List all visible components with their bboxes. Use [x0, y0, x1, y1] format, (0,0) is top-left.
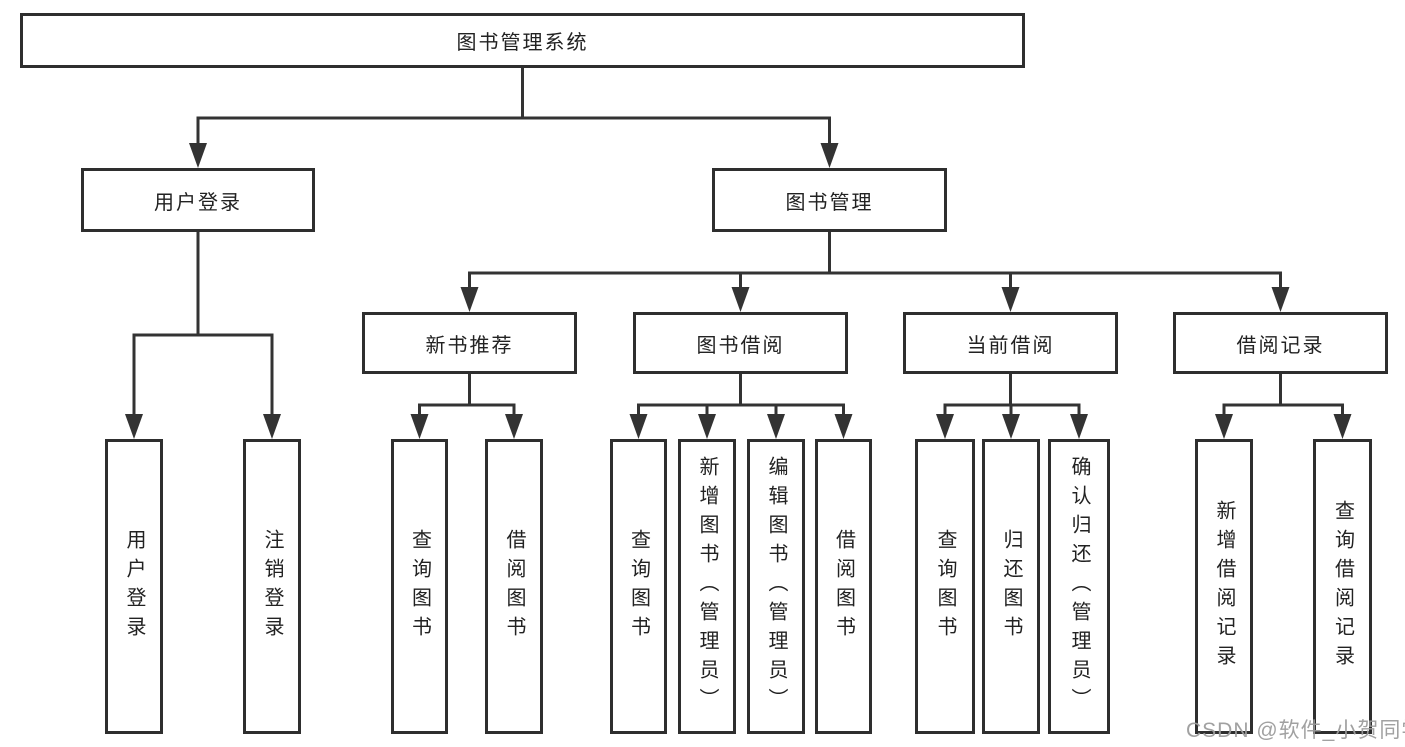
- arrowhead-book-mgmt: [820, 143, 839, 168]
- arrowhead-bb-query: [629, 414, 648, 439]
- arrowhead-bb-edit: [767, 414, 785, 439]
- watermark: CSDN @软件_小贺同学: [1186, 719, 1405, 742]
- connector-current-borrow-children: [943, 374, 1081, 415]
- arrowhead-user-login: [189, 143, 207, 168]
- node-current-borrow: 当前借阅: [903, 312, 1118, 374]
- node-confirm-return-admin: 确认归还（管理员）: [1048, 439, 1110, 734]
- node-user-login-leaf: 用户登录: [105, 439, 163, 734]
- connector-user-login-children: [132, 232, 274, 415]
- node-return-books: 归还图书: [982, 439, 1040, 734]
- node-book-borrow: 图书借阅: [633, 312, 848, 374]
- connector-root-to-level2: [196, 68, 831, 145]
- node-add-borrow-record: 新增借阅记录: [1195, 439, 1253, 734]
- arrowhead-rechist-add: [1215, 414, 1233, 439]
- node-add-books-admin: 新增图书（管理员）: [678, 439, 736, 734]
- arrowhead-logout: [263, 414, 281, 439]
- arrowhead-rechist-query: [1333, 414, 1352, 439]
- node-edit-books-admin: 编辑图书（管理员）: [747, 439, 805, 734]
- arrowhead-cur-confirm: [1070, 414, 1088, 439]
- arrowhead-borrow-record: [1271, 287, 1290, 312]
- node-borrow-record: 借阅记录: [1173, 312, 1388, 374]
- node-current-query-books: 查询图书: [915, 439, 975, 734]
- node-borrow-query-books: 查询图书: [610, 439, 667, 734]
- node-rec-query-books: 查询图书: [391, 439, 448, 734]
- arrowhead-new-book: [460, 287, 479, 312]
- node-book-management: 图书管理: [712, 168, 947, 232]
- arrowhead-login: [125, 414, 143, 439]
- arrowhead-rec-query: [410, 414, 429, 439]
- connector-new-book-children: [418, 374, 516, 415]
- arrowhead-cur-return: [1002, 414, 1020, 439]
- connector-book-mgmt-children: [468, 232, 1282, 288]
- node-logout-leaf: 注销登录: [243, 439, 301, 734]
- connector-borrow-record-children: [1222, 374, 1344, 415]
- arrowhead-bb-borrow: [834, 414, 853, 439]
- arrowhead-book-borrow: [731, 287, 750, 312]
- arrowhead-bb-add: [698, 414, 716, 439]
- node-borrow-books-leaf: 借阅图书: [815, 439, 872, 734]
- arrowhead-rec-borrow: [505, 414, 523, 439]
- node-new-book-recommend: 新书推荐: [362, 312, 577, 374]
- node-query-borrow-record: 查询借阅记录: [1313, 439, 1372, 734]
- arrowhead-cur-query: [936, 414, 954, 439]
- node-root: 图书管理系统: [20, 13, 1025, 68]
- connector-book-borrow-children: [637, 374, 845, 415]
- node-user-login: 用户登录: [81, 168, 315, 232]
- arrowhead-current-borrow: [1001, 287, 1020, 312]
- node-rec-borrow-books: 借阅图书: [485, 439, 543, 734]
